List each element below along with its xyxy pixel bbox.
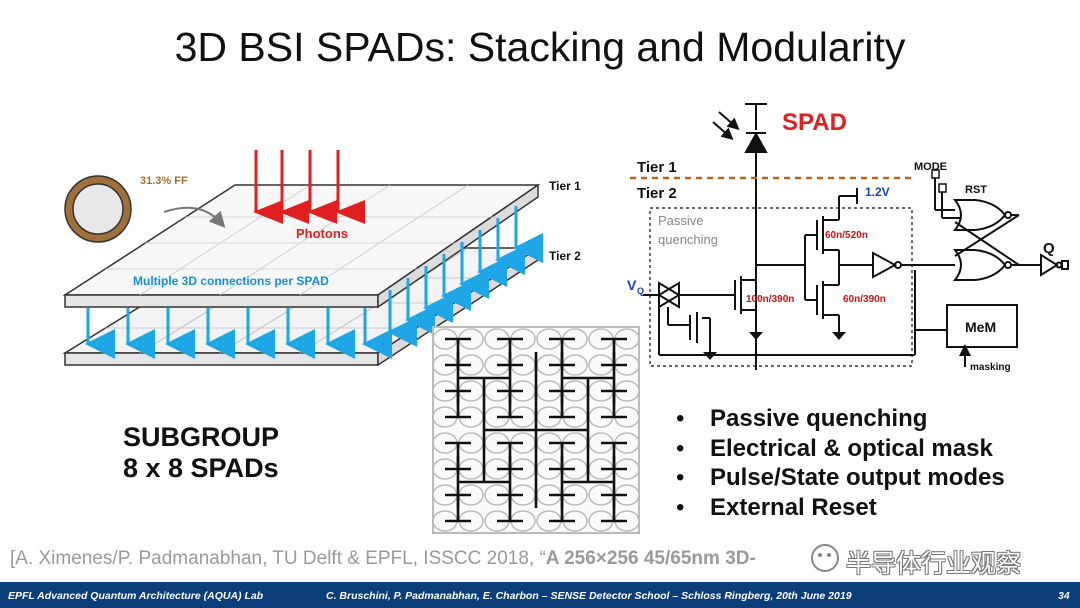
mode-label: MODE: [914, 161, 947, 173]
m1-size-label: 100n/390n: [746, 294, 794, 305]
connection-arrows: [85, 206, 543, 359]
circuit-tier2-label: Tier 2: [637, 185, 677, 202]
tier2-label: Tier 2: [549, 249, 581, 263]
footer-authors: C. Bruschini, P. Padmanabhan, E. Charbon…: [326, 590, 852, 602]
footer-page-number: 34: [1058, 590, 1070, 602]
subgroup-line1: SUBGROUP: [123, 422, 280, 452]
m2-size-label: 60n/520n: [825, 230, 868, 241]
feature-item: •Passive quenching: [676, 405, 928, 432]
bullet-dot: •: [676, 434, 685, 462]
m3-size-label: 60n/390n: [843, 294, 886, 305]
spad-label: SPAD: [782, 109, 847, 136]
vq-label: V: [627, 277, 637, 293]
fill-factor-inset: [64, 175, 226, 243]
vq-subscript: Q: [637, 286, 644, 296]
spad-circuit: SPAD Tier 1 Tier 2 1.2V Passive quenchin…: [627, 103, 1069, 373]
q-label: Q: [1043, 240, 1055, 257]
feature-item: •Pulse/State output modes: [676, 464, 1005, 491]
tier1-plate: [62, 183, 541, 309]
connections-label: Multiple 3D connections per SPAD: [133, 274, 329, 288]
subgroup-caption: SUBGROUP 8 x 8 SPADs: [123, 422, 279, 484]
subgroup-line2: 8 x 8 SPADs: [123, 453, 279, 483]
footer-bar: EPFL Advanced Quantum Architecture (AQUA…: [0, 582, 1080, 608]
watermark-text: 半导体行业观察: [846, 549, 1022, 578]
bullet-dot: •: [676, 493, 685, 521]
rst-label: RST: [965, 184, 987, 196]
stacked-tiers-figure: 31.3% FF Photons Tier 1 Tier 2 Multiple …: [62, 150, 581, 367]
passive-label-2: quenching: [658, 232, 718, 247]
circuit-tier1-label: Tier 1: [637, 159, 677, 176]
footer-lab: EPFL Advanced Quantum Architecture (AQUA…: [8, 590, 264, 602]
slide-title: 3D BSI SPADs: Stacking and Modularity: [174, 24, 906, 70]
feature-list: •Passive quenching •Electrical & optical…: [676, 404, 1005, 522]
passive-label-1: Passive: [658, 213, 704, 228]
masking-label: masking: [970, 362, 1011, 373]
feature-item: •Electrical & optical mask: [676, 434, 993, 462]
supply-label: 1.2V: [865, 185, 890, 199]
mem-label: MeM: [965, 319, 996, 335]
h-tree-figure: [432, 326, 640, 534]
photon-arrows: [253, 150, 365, 224]
photons-label: Photons: [296, 226, 348, 241]
watermark-logo: [805, 540, 1045, 576]
citation: [A. Ximenes/P. Padmanabhan, TU Delft & E…: [10, 548, 756, 569]
bullet-dot: •: [676, 405, 685, 432]
feature-item: •External Reset: [676, 493, 877, 521]
bullet-dot: •: [676, 464, 685, 491]
ff-label: 31.3% FF: [140, 175, 188, 187]
tier1-label: Tier 1: [549, 179, 581, 193]
